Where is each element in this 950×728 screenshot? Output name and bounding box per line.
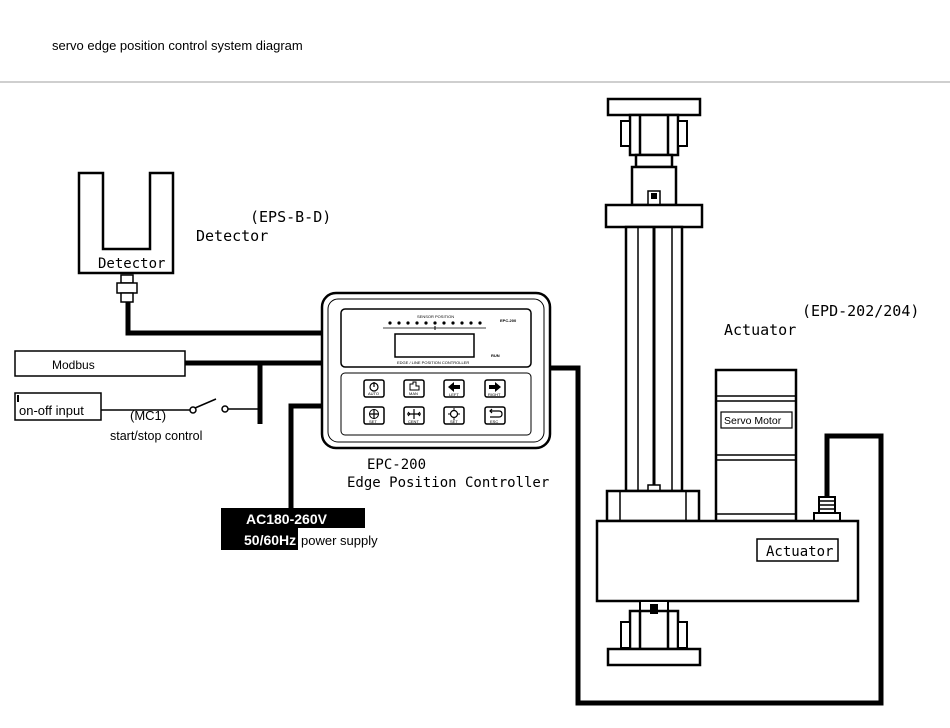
modbus-label: Modbus: [52, 358, 95, 372]
button-auto[interactable]: AUTO: [363, 379, 385, 398]
panel-footer: EDGE / LINE POSITION CONTROLLER: [397, 360, 469, 365]
mc1-code: (MC1): [130, 408, 166, 423]
switch-contact-right: [221, 405, 229, 413]
actuator-guide-plate: [604, 203, 704, 229]
actuator-label: Actuator: [724, 321, 796, 339]
button-left[interactable]: LEFT: [443, 379, 465, 398]
power-frequency: 50/60Hz: [244, 532, 296, 548]
header-divider: [0, 81, 950, 83]
detector: Detector: [77, 171, 175, 303]
detector-connector-nut: [116, 282, 138, 294]
actuator: Servo Motor Actuator: [595, 97, 860, 667]
actuator-top-plate: [606, 97, 702, 117]
power-voltage-box: [221, 508, 365, 528]
controller-lcd: [394, 333, 475, 358]
button-man[interactable]: MAN: [403, 379, 425, 398]
actuator-base-label: Actuator: [766, 544, 833, 560]
button-right[interactable]: RIGHT: [484, 379, 506, 398]
power-voltage: AC180-260V: [246, 511, 328, 527]
motor-cable: [550, 365, 884, 706]
power-label: power supply: [301, 533, 378, 548]
detector-connector: [120, 274, 134, 284]
actuator-model: (EPD-202/204): [802, 302, 919, 320]
panel-run-tag: RUN: [491, 353, 500, 358]
led-bar: [383, 321, 486, 330]
detector-label: Detector: [196, 227, 268, 245]
button-set-move[interactable]: SET: [363, 406, 385, 425]
detector-body: [77, 171, 175, 275]
button-left-label[interactable]: LEFT: [449, 392, 459, 397]
button-right-label[interactable]: RIGHT: [488, 392, 501, 397]
button-cent-label[interactable]: CENT: [408, 419, 419, 424]
panel-header: SENSOR POSITION: [417, 314, 454, 319]
detector-cable: [125, 302, 325, 336]
panel-model: EPC-200: [500, 318, 517, 323]
button-set[interactable]: SET: [443, 406, 465, 425]
button-set-label[interactable]: SET: [450, 419, 458, 424]
keypad-area: [340, 372, 532, 436]
actuator-bottom-plate: [606, 647, 702, 667]
modbus-box: [14, 350, 186, 377]
power-frequency-box: [221, 528, 298, 550]
onoff-label: on-off input: [19, 403, 84, 418]
onoff-box: [14, 392, 102, 421]
button-man-label[interactable]: MAN: [409, 391, 418, 396]
power-cable: [288, 403, 325, 541]
detector-model: (EPS-B-D): [250, 208, 331, 226]
button-cent[interactable]: CENT: [403, 406, 425, 425]
switch-blade: [194, 398, 217, 409]
controller: SENSOR POSITION EPC-200 RUN EDGE / LINE …: [320, 291, 552, 450]
controller-name: Edge Position Controller: [347, 475, 549, 491]
controller-model: EPC-200: [367, 457, 426, 473]
servo-motor: [714, 368, 798, 523]
detector-box-label: Detector: [98, 256, 165, 272]
button-esc[interactable]: ESC: [484, 406, 506, 425]
mc1-label: start/stop control: [110, 429, 202, 443]
switch-contact-left: [189, 406, 197, 414]
servo-motor-label: Servo Motor: [724, 415, 782, 427]
button-set-move-label[interactable]: SET: [369, 419, 377, 424]
button-auto-label[interactable]: AUTO: [368, 391, 379, 396]
page-title: servo edge position control system diagr…: [52, 38, 303, 53]
button-esc-label[interactable]: ESC: [490, 419, 498, 424]
